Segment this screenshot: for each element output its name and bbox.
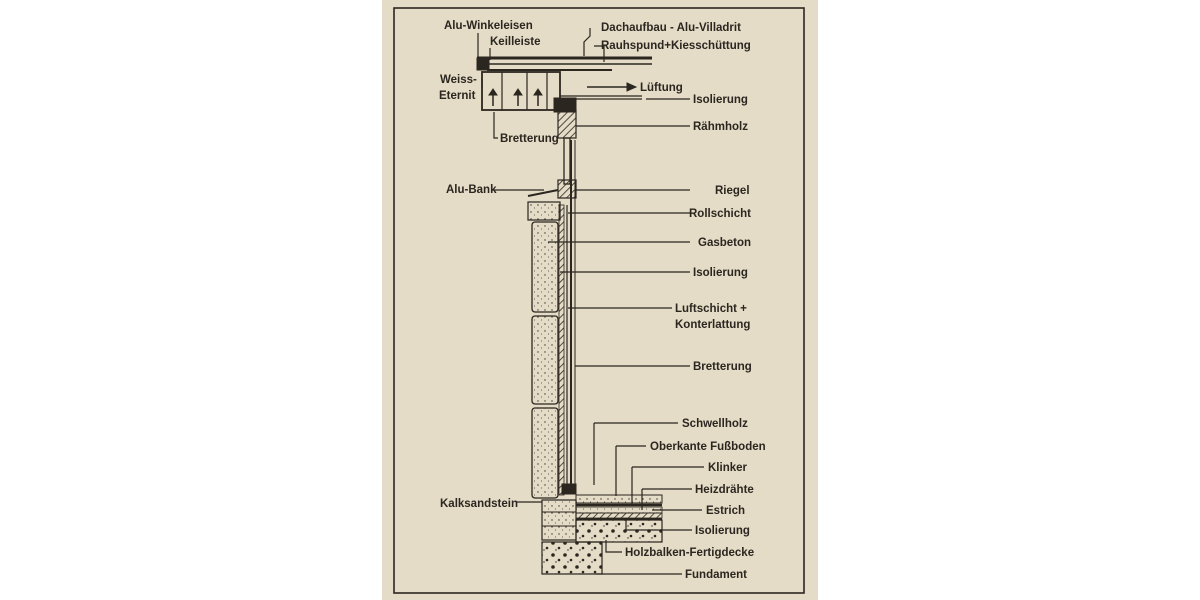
label-schwellholz: Schwellholz bbox=[682, 418, 748, 430]
label-estrich: Estrich bbox=[706, 505, 745, 517]
label-konterlattung: Konterlattung bbox=[675, 319, 750, 331]
label-alu-bank: Alu-Bank bbox=[446, 184, 497, 196]
label-lueftung: Lüftung bbox=[640, 82, 683, 94]
label-isolierung-bottom: Isolierung bbox=[695, 525, 750, 537]
label-riegel: Riegel bbox=[715, 185, 750, 197]
label-bretterung-top: Bretterung bbox=[500, 133, 559, 145]
label-heizdraehte: Heizdrähte bbox=[695, 484, 754, 496]
label-alu-winkeleisen: Alu-Winkeleisen bbox=[444, 20, 533, 32]
label-bretterung: Bretterung bbox=[693, 361, 752, 373]
label-kalksandstein: Kalksandstein bbox=[440, 498, 518, 510]
label-klinker: Klinker bbox=[708, 462, 748, 474]
floor-assembly bbox=[541, 494, 663, 575]
scanned-paper: Alu-Winkeleisen Keilleiste Weiss- Eterni… bbox=[382, 0, 818, 600]
leader-lines bbox=[477, 28, 704, 575]
label-weiss: Weiss- bbox=[440, 74, 477, 86]
label-oberkante-fussboden: Oberkante Fußboden bbox=[650, 441, 766, 453]
label-eternit: Eternit bbox=[439, 90, 476, 102]
wall-section bbox=[527, 137, 577, 499]
label-rauhspund: Rauhspund+Kiesschüttung bbox=[601, 40, 751, 52]
label-dachaufbau: Dachaufbau - Alu-Villadrit bbox=[601, 22, 741, 34]
label-keilleiste: Keilleiste bbox=[490, 36, 541, 48]
label-luftschicht: Luftschicht + bbox=[675, 303, 747, 315]
wall-section-diagram: Alu-Winkeleisen Keilleiste Weiss- Eterni… bbox=[393, 7, 805, 594]
label-fundament: Fundament bbox=[685, 569, 747, 581]
label-gasbeton: Gasbeton bbox=[698, 237, 751, 249]
label-holzbalken-fertigdecke: Holzbalken-Fertigdecke bbox=[625, 547, 754, 559]
label-rollschicht: Rollschicht bbox=[689, 208, 751, 220]
label-raehmholz: Rähmholz bbox=[693, 121, 748, 133]
diagram-frame bbox=[393, 7, 805, 594]
label-isolierung-mid: Isolierung bbox=[693, 267, 748, 279]
label-isolierung-top: Isolierung bbox=[693, 94, 748, 106]
roof-assembly bbox=[476, 56, 652, 139]
